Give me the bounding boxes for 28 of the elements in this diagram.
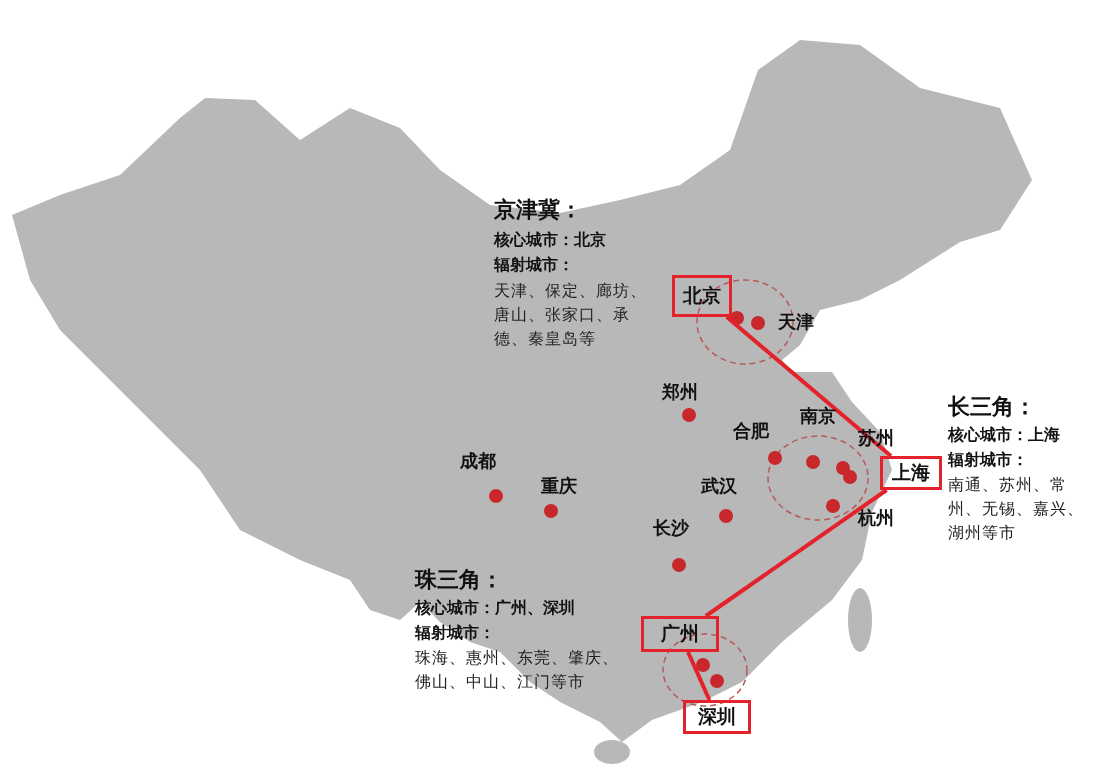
region-subheading: 核心城市：上海 <box>948 425 1060 445</box>
core-city-box: 北京 <box>672 275 732 317</box>
city-label: 成都 <box>460 450 496 473</box>
connector-line <box>725 315 893 458</box>
region-cities-text: 南通、苏州、常州、无锡、嘉兴、湖州等市 <box>948 474 1085 544</box>
region-subheading: 核心城市：广州、深圳 <box>415 598 575 618</box>
city-label: 合肥 <box>733 420 769 443</box>
core-city-box: 广州 <box>641 616 719 652</box>
city-label: 南京 <box>800 405 836 428</box>
core-city-box: 深圳 <box>683 700 751 734</box>
city-label: 武汉 <box>701 475 737 498</box>
region-subheading: 辐射城市： <box>415 623 495 643</box>
region-heading: 长三角： <box>948 393 1036 421</box>
city-label: 天津 <box>778 311 814 334</box>
region-cities-text: 珠海、惠州、东莞、肇庆、佛山、中山、江门等市 <box>415 647 620 693</box>
core-city-box: 上海 <box>880 456 942 490</box>
city-label: 重庆 <box>541 475 577 498</box>
region-cities-text: 天津、保定、廊坊、唐山、张家口、承德、秦皇岛等 <box>494 280 648 350</box>
region-subheading: 核心城市：北京 <box>494 230 606 250</box>
city-label: 杭州 <box>858 507 894 530</box>
region-subheading: 辐射城市： <box>948 450 1028 470</box>
region-subheading: 辐射城市： <box>494 255 574 275</box>
region-heading: 珠三角： <box>415 566 503 594</box>
connector-line <box>704 488 888 618</box>
region-heading: 京津冀： <box>494 196 582 224</box>
city-label: 长沙 <box>653 517 689 540</box>
city-label: 郑州 <box>662 381 698 404</box>
connector-line <box>686 651 712 701</box>
